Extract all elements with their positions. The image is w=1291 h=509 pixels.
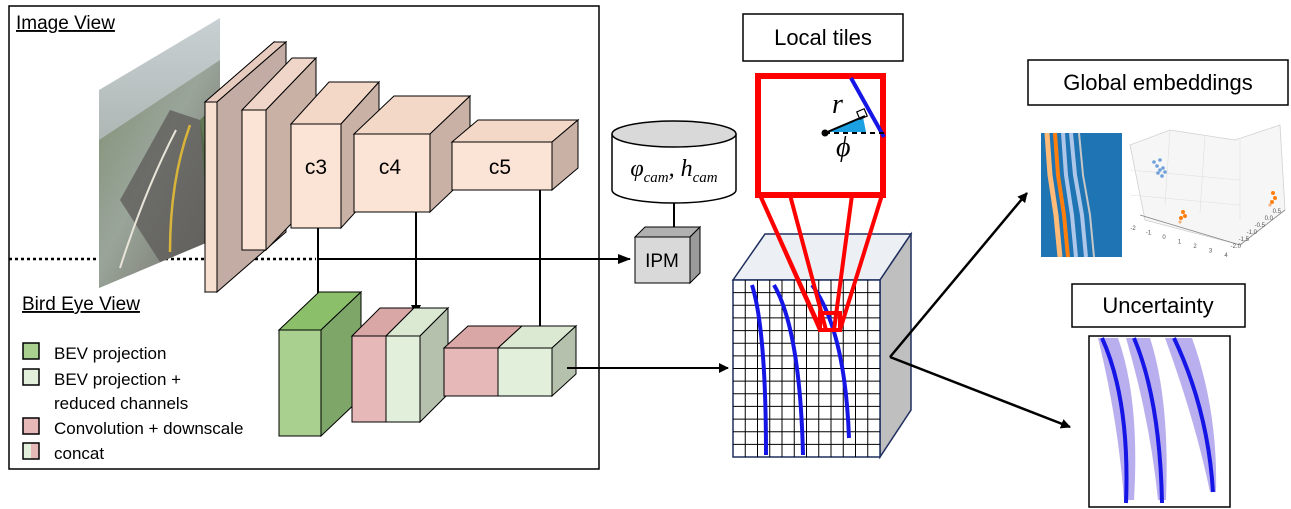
legend-label-conv: Convolution + downscale <box>54 419 243 438</box>
c4-label: c4 <box>379 156 402 179</box>
road-image <box>99 18 220 288</box>
uncertainty-lane-3 <box>1172 337 1215 493</box>
grid-lane-2 <box>772 284 805 456</box>
uncertainty-box <box>1071 283 1246 328</box>
ipm-arrow-head <box>618 254 631 264</box>
tile-zoom-box <box>755 73 886 198</box>
tile-r-symbol: r <box>832 89 843 120</box>
legend-swatch-conv <box>22 417 40 435</box>
uncertainty-plot <box>1098 337 1217 504</box>
ipm-box: IPM <box>633 225 702 285</box>
legend-swatch-bev <box>22 342 40 360</box>
camera-params-label: φcam, hcam <box>630 156 717 186</box>
bird-eye-view-label: Bird Eye View <box>22 294 140 315</box>
legend-swatch-concat <box>22 442 40 460</box>
grid-lines <box>733 280 880 457</box>
feature-map-c5: c5 <box>450 118 580 192</box>
scatter-y-tick: 0.0 <box>1265 216 1274 222</box>
scatter-x-tick: 2 <box>1193 244 1197 250</box>
scatter-y-tick: -1.0 <box>1247 230 1258 236</box>
uncertainty-lane-1 <box>1100 337 1129 504</box>
legend-label-concat: concat <box>54 444 104 463</box>
legend: BEV projection BEV projection + reduced … <box>22 342 243 463</box>
local-tiles-label: Local tiles <box>774 25 872 50</box>
scatter-x-tick: 3 <box>1209 249 1213 255</box>
c3-label: c3 <box>305 156 327 179</box>
scatter-y-tick: -2.0 <box>1231 244 1242 250</box>
legend-swatch-bev-reduced <box>22 368 40 386</box>
scatter-y-tick: -1.5 <box>1239 237 1250 243</box>
scatter-x-ticks: -2 -1 0 1 2 3 4 <box>1130 226 1228 259</box>
scatter-points-blue <box>1152 158 1167 178</box>
scatter-y-ticks: 0.50.0-0.5-1.0-1.5-2.0 <box>1231 209 1282 250</box>
global-embeddings-box <box>1027 59 1289 106</box>
uncertainty-lane-2 <box>1132 337 1164 504</box>
grid-lane-3 <box>810 283 851 439</box>
legend-label-bev-reduced-2: reduced channels <box>54 394 188 413</box>
tile-content: r ϕ <box>821 77 886 163</box>
embedding-scatter-3d: -2 -1 0 1 2 3 4 0.50.0-0.5-1.0-1.5-2.0 <box>1129 124 1286 259</box>
scatter-x-tick: -1 <box>1146 231 1152 237</box>
scatter-x-tick: 0 <box>1162 235 1166 241</box>
c5-label: c5 <box>489 156 511 179</box>
bev-block-green <box>277 290 363 438</box>
scatter-y-tick: -0.5 <box>1255 223 1266 229</box>
scatter-x-tick: 1 <box>1178 240 1182 246</box>
to-global-arrow <box>889 192 1028 358</box>
scatter-points-orange <box>1179 191 1277 220</box>
image-view-frame <box>8 5 600 470</box>
legend-label-bev: BEV projection <box>54 344 166 363</box>
uncertainty-label: Uncertainty <box>1102 293 1213 318</box>
camera-params-cylinder: φcam, hcam <box>611 120 737 204</box>
scatter-y-tick: 0.5 <box>1273 209 1282 215</box>
tile-zoom <box>758 194 884 332</box>
lane-grid-cube <box>731 231 913 460</box>
global-embeddings-label: Global embeddings <box>1063 70 1253 95</box>
legend-label-bev-reduced-1: BEV projection + <box>54 370 181 389</box>
image-view-label: Image View <box>16 13 115 34</box>
ipm-label: IPM <box>645 251 679 272</box>
bev-block-3 <box>442 324 578 398</box>
to-uncertainty-arrow <box>889 355 1071 429</box>
embedding-map <box>1041 132 1122 258</box>
grid-lane-1 <box>750 284 768 456</box>
bev-block-2 <box>350 306 450 424</box>
scatter-x-tick: 4 <box>1224 253 1228 259</box>
scatter-x-tick: -2 <box>1130 226 1136 232</box>
local-tiles-box <box>742 13 904 62</box>
tile-phi-symbol: ϕ <box>836 132 851 163</box>
